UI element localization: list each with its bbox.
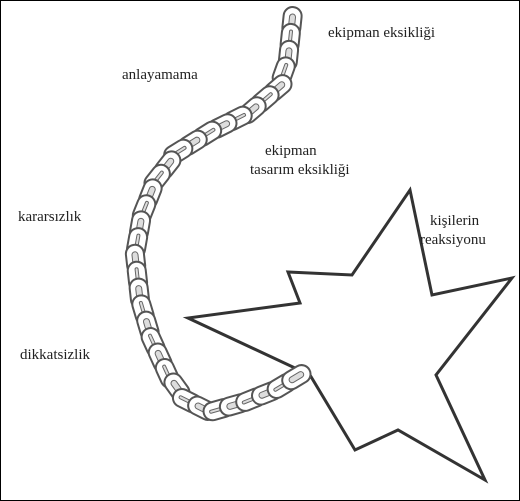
label-misunderstanding: anlayamama <box>122 66 198 84</box>
label-people-reaction-1: kişilerin <box>430 212 479 230</box>
label-indecision: kararsızlık <box>18 208 81 226</box>
label-equipment-design-2: tasarım eksikliği <box>250 161 350 179</box>
label-equipment-design-1: ekipman <box>265 142 317 160</box>
label-inattention: dikkatsizlik <box>20 346 90 364</box>
label-equipment-shortage: ekipman eksikliği <box>328 24 435 42</box>
label-people-reaction-2: reaksiyonu <box>420 231 486 249</box>
